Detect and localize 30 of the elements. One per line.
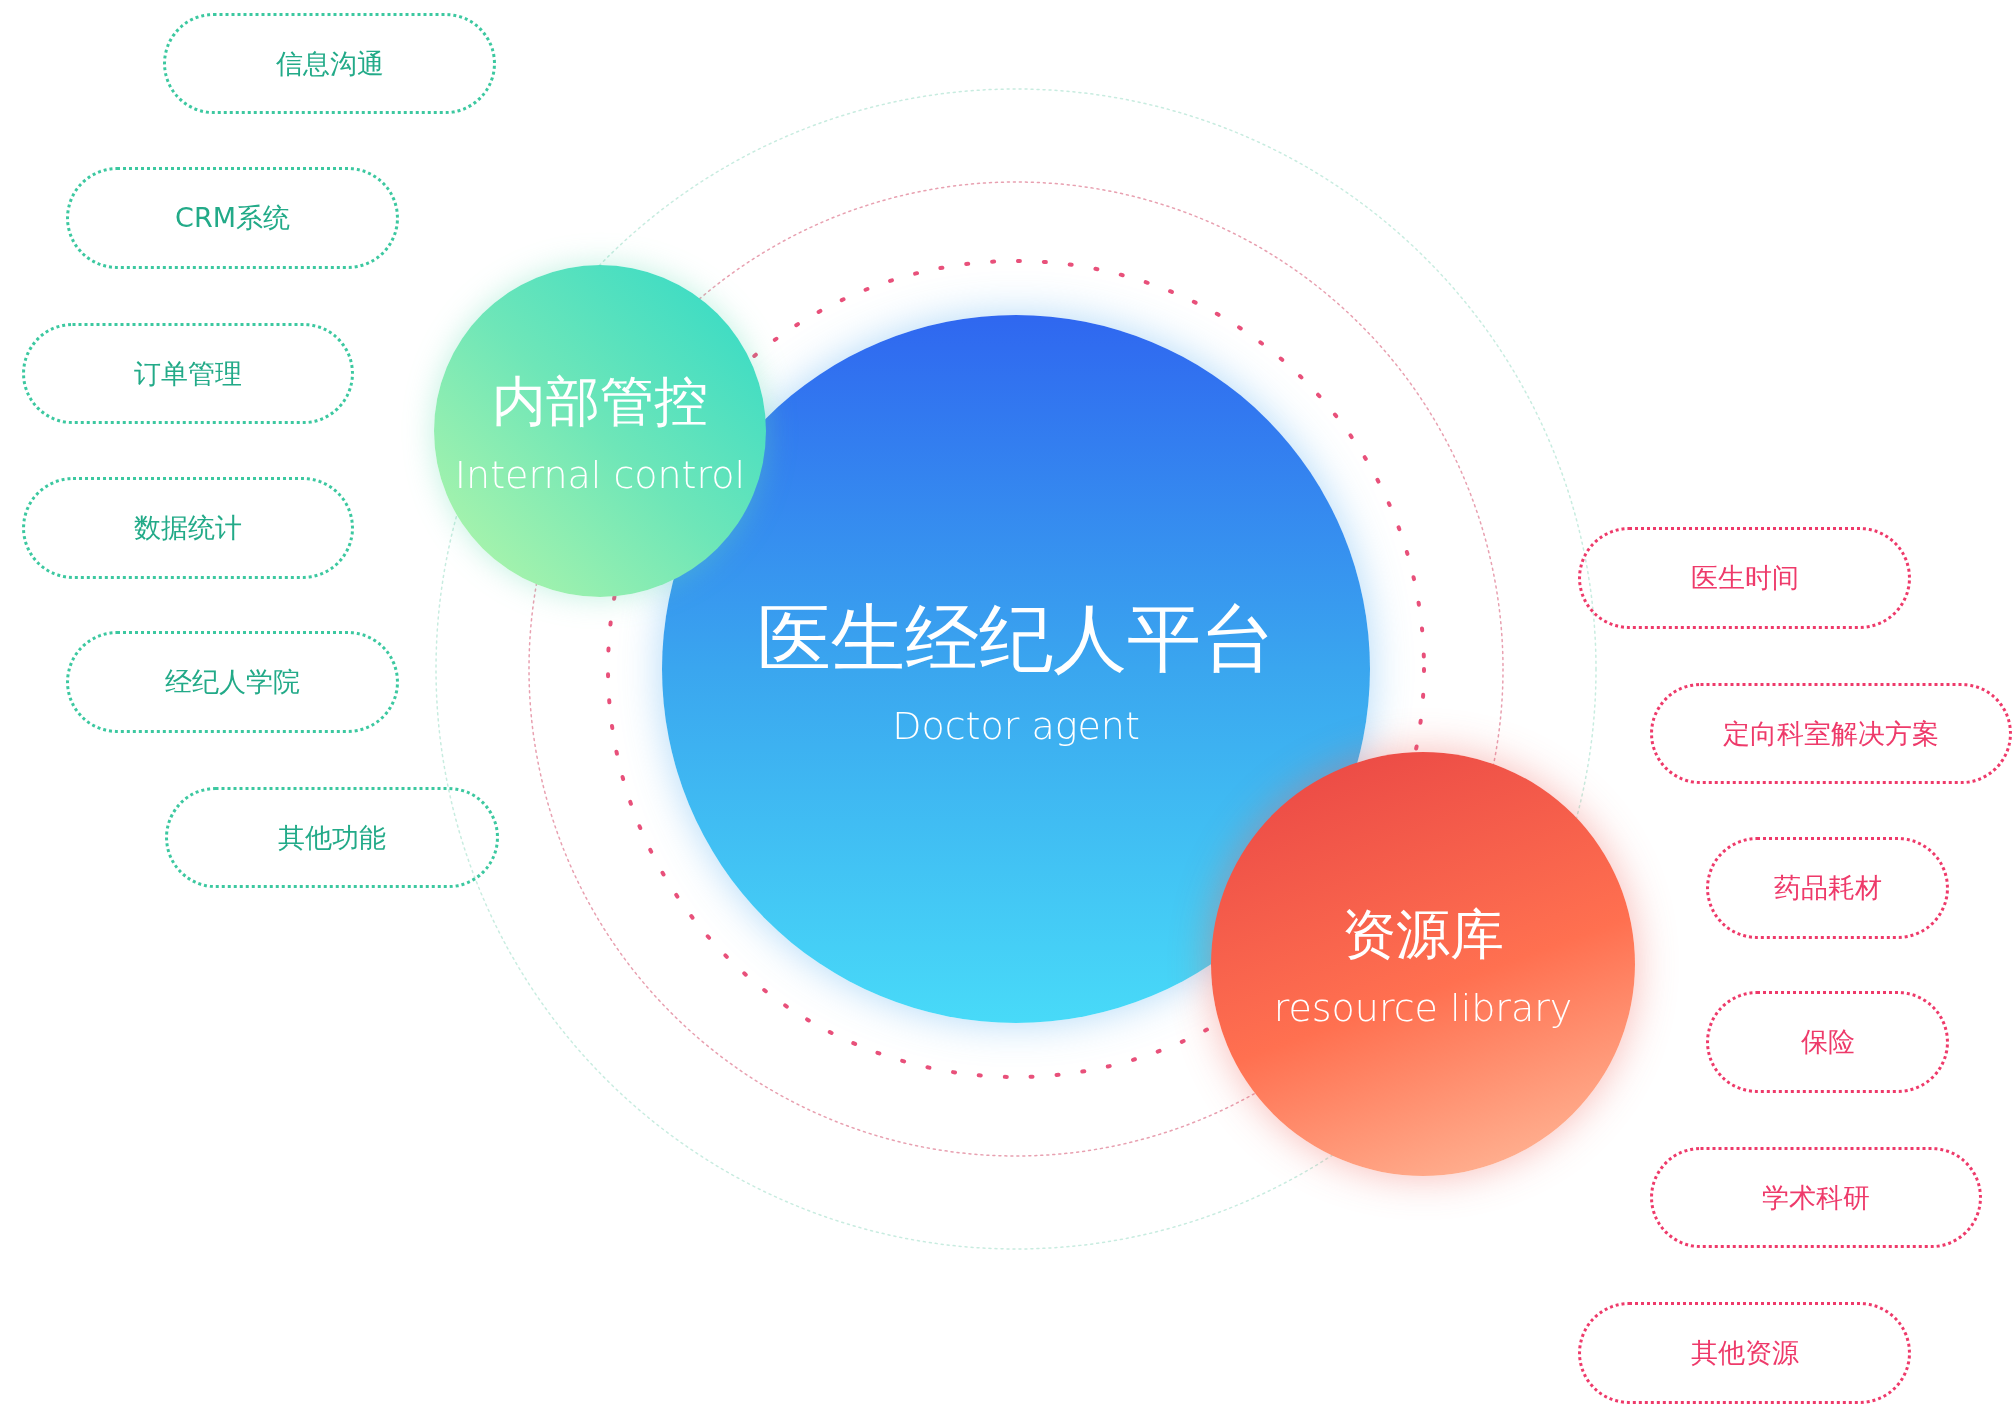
circle-subtitle: Doctor agent — [892, 704, 1140, 748]
resource-pill — [1706, 837, 1949, 939]
feature-pill — [163, 13, 496, 114]
resource-pill — [1578, 1302, 1911, 1404]
circle-title: 内部管控 — [492, 368, 708, 435]
pill-label: 订单管理 — [134, 356, 242, 391]
pill-label: 数据统计 — [134, 511, 242, 545]
circle-title: 资源库 — [1342, 901, 1504, 968]
resource-pill — [1650, 1147, 1982, 1248]
pill-label: CRM系统 — [175, 201, 290, 235]
resource-pill — [1650, 683, 2012, 784]
pill-label: 药品耗材 — [1773, 871, 1882, 905]
pill-label: 定向科室解决方案 — [1723, 716, 1939, 751]
feature-pill — [66, 631, 399, 733]
resource-pill — [1706, 991, 1949, 1093]
resource-pill — [1578, 527, 1911, 629]
pill-label: 医生时间 — [1690, 561, 1799, 595]
pill-label: 其他功能 — [278, 820, 386, 855]
circle-subtitle: resource library — [1273, 985, 1573, 1030]
pill-label: 学术科研 — [1762, 1180, 1870, 1215]
pill-label: 经纪人学院 — [165, 665, 300, 699]
feature-pill — [22, 477, 354, 579]
circle-subtitle: Internal control — [454, 452, 746, 497]
feature-pill — [165, 787, 499, 888]
feature-pill — [66, 167, 399, 269]
pill-label: 其他资源 — [1690, 1336, 1799, 1370]
pill-label: 保险 — [1800, 1025, 1855, 1059]
pill-label: 信息沟通 — [275, 46, 384, 81]
feature-pill — [22, 323, 354, 424]
circle-title: 医生经纪人平台 — [757, 594, 1275, 683]
